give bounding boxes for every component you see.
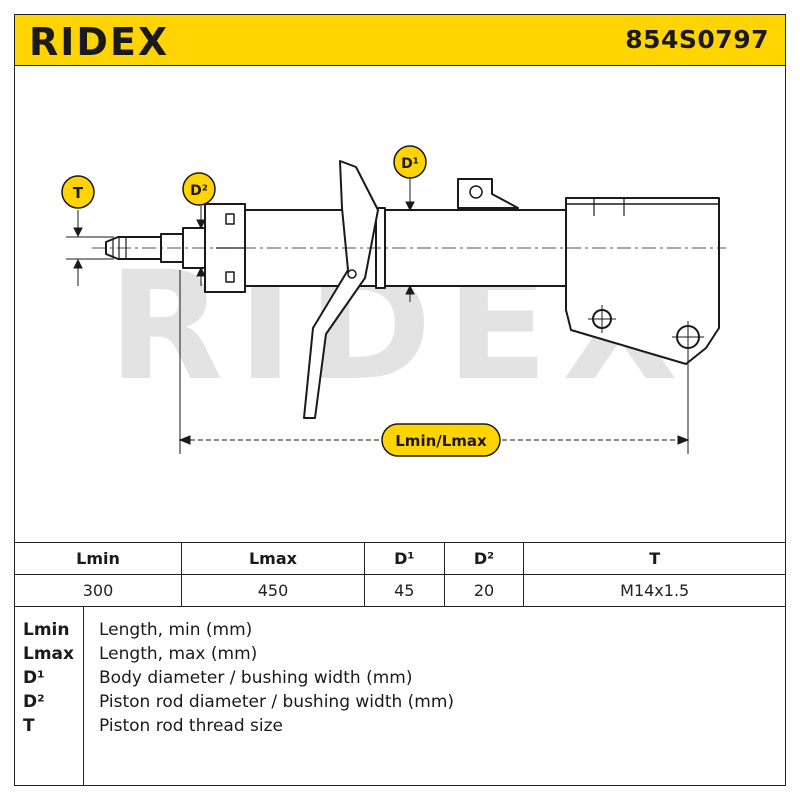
legend-desc: Length, max (mm) [99,644,258,664]
specs-header-row: Lmin Lmax D¹ D² T [13,542,786,575]
legend-key: Lmin [23,620,70,640]
specs-table: Lmin Lmax D¹ D² T 300 450 45 20 M14x1.5 [13,542,786,607]
label-d2: D² [182,172,216,206]
legend-desc: Length, min (mm) [99,620,253,640]
specs-header-d1: D¹ [363,542,445,575]
brand-logo: RIDEX [29,20,170,64]
specs-header-d2: D² [443,542,525,575]
legend-key: Lmax [23,644,74,664]
strut-drawing: RIDEX [61,145,726,457]
specs-header-lmin: Lmin [13,542,183,575]
part-number: 854S0797 [625,25,769,54]
legend-desc: Body diameter / bushing width (mm) [99,668,413,688]
label-d1-text: D¹ [401,156,419,172]
legend-key: D² [23,692,45,712]
specs-value-lmin: 300 [13,574,183,607]
legend-key: T [23,716,35,736]
specs-value-d1: 45 [363,574,445,607]
header-bar: RIDEX 854S0797 [14,14,786,66]
label-d2-text: D² [190,183,208,199]
label-length: Lmin/Lmax [381,423,501,457]
legend-desc: Piston rod thread size [99,716,284,736]
legend: Lmin Length, min (mm) Lmax Length, max (… [14,606,786,786]
specs-header-t: T [523,542,786,575]
specs-value-lmax: 450 [181,574,365,607]
legend-key: D¹ [23,668,45,688]
label-t: T [61,175,95,209]
specs-value-t: M14x1.5 [523,574,786,607]
legend-divider [83,606,84,785]
specs-value-row: 300 450 45 20 M14x1.5 [13,574,786,607]
specs-value-d2: 20 [443,574,525,607]
legend-desc: Piston rod diameter / bushing width (mm) [99,692,455,712]
label-d1: D¹ [393,145,427,179]
specs-header-lmax: Lmax [181,542,365,575]
label-t-text: T [73,184,84,202]
label-length-text: Lmin/Lmax [395,432,487,450]
